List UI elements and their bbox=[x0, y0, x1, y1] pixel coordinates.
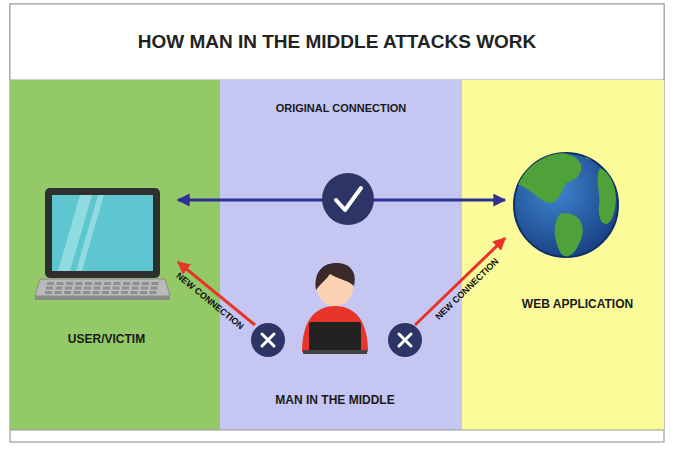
continent bbox=[584, 149, 596, 159]
laptop-lip bbox=[35, 296, 170, 300]
laptop-key bbox=[74, 291, 81, 294]
laptop-key bbox=[75, 287, 82, 290]
node-label: USER/VICTIM bbox=[68, 332, 145, 346]
laptop-key bbox=[47, 282, 54, 285]
laptop-key bbox=[57, 282, 64, 285]
laptop-key bbox=[83, 291, 90, 294]
laptop-key bbox=[151, 287, 158, 290]
continent bbox=[516, 152, 581, 203]
laptop-key bbox=[102, 291, 109, 294]
connection-panel: ORIGINAL CONNECTION MAN IN THE MIDDLE bbox=[220, 80, 462, 430]
continent bbox=[555, 213, 583, 256]
attacker-laptop bbox=[309, 322, 361, 352]
attacker-box: MAN IN THE MIDDLE bbox=[255, 255, 415, 415]
laptop-key bbox=[142, 282, 149, 285]
globe bbox=[514, 149, 618, 257]
screen-glare bbox=[58, 195, 92, 271]
globe-ocean bbox=[514, 153, 618, 257]
laptop-key bbox=[152, 282, 159, 285]
node-label: MAN IN THE MIDDLE bbox=[275, 393, 394, 407]
laptop-key bbox=[150, 291, 157, 294]
laptop-key bbox=[123, 282, 130, 285]
check-mark bbox=[336, 188, 361, 210]
title: HOW MAN IN THE MIDDLE ATTACKS WORK bbox=[138, 31, 537, 53]
web-application-box: WEB APPLICATION bbox=[505, 145, 650, 325]
laptop-key bbox=[76, 282, 83, 285]
new-connection-arrow bbox=[178, 262, 255, 325]
user-panel bbox=[10, 80, 220, 430]
laptop-key bbox=[65, 287, 72, 290]
victim-laptop bbox=[35, 188, 170, 300]
x-mark bbox=[399, 334, 411, 346]
node-label: ORIGINAL CONNECTION bbox=[276, 102, 407, 114]
laptop-key bbox=[46, 287, 53, 290]
node-label: WEB APPLICATION bbox=[522, 297, 633, 311]
laptop-key bbox=[84, 287, 91, 290]
laptop-key bbox=[140, 291, 147, 294]
laptop-base bbox=[35, 279, 170, 296]
laptop-key bbox=[103, 287, 110, 290]
x-circle bbox=[251, 323, 285, 357]
laptop-screen bbox=[52, 195, 153, 271]
laptop-key bbox=[95, 282, 102, 285]
laptop-key bbox=[131, 291, 138, 294]
laptop-key bbox=[94, 287, 101, 290]
x-mark bbox=[262, 334, 274, 346]
laptop-key bbox=[66, 282, 73, 285]
laptop-key bbox=[56, 287, 63, 290]
middle-panel bbox=[220, 80, 462, 430]
laptop-key bbox=[133, 282, 140, 285]
laptop-key bbox=[132, 287, 139, 290]
title-band bbox=[10, 4, 664, 80]
web-panel bbox=[462, 80, 664, 430]
laptop-key bbox=[114, 282, 121, 285]
panel-bottom-line bbox=[10, 430, 664, 431]
laptop-key bbox=[45, 291, 52, 294]
laptop-key bbox=[85, 282, 92, 285]
check-circle bbox=[322, 173, 374, 225]
block-badge bbox=[388, 323, 422, 357]
victim-box: USER/VICTIM bbox=[35, 180, 178, 360]
laptop-key bbox=[112, 291, 119, 294]
attacker-laptop-base bbox=[303, 350, 367, 354]
title-band: HOW MAN IN THE MIDDLE ATTACKS WORK bbox=[10, 4, 664, 80]
x-circle bbox=[388, 323, 422, 357]
new-connection-arrow bbox=[415, 238, 505, 325]
laptop-key bbox=[121, 291, 128, 294]
laptop-bezel bbox=[45, 188, 160, 278]
attacker-figure bbox=[302, 263, 368, 354]
laptop-keys bbox=[45, 282, 159, 294]
frame bbox=[10, 4, 664, 442]
laptop-key bbox=[93, 291, 100, 294]
attacker-body bbox=[302, 306, 368, 352]
attacker-hair bbox=[316, 263, 355, 290]
check-badge bbox=[322, 173, 374, 225]
screen-glare bbox=[76, 195, 104, 271]
laptop-key bbox=[141, 287, 148, 290]
laptop-key bbox=[64, 291, 71, 294]
laptop-key bbox=[55, 291, 62, 294]
laptop-key bbox=[113, 287, 120, 290]
block-badge bbox=[251, 323, 285, 357]
laptop-key bbox=[104, 282, 111, 285]
continent bbox=[598, 168, 616, 224]
laptop-key bbox=[122, 287, 129, 290]
